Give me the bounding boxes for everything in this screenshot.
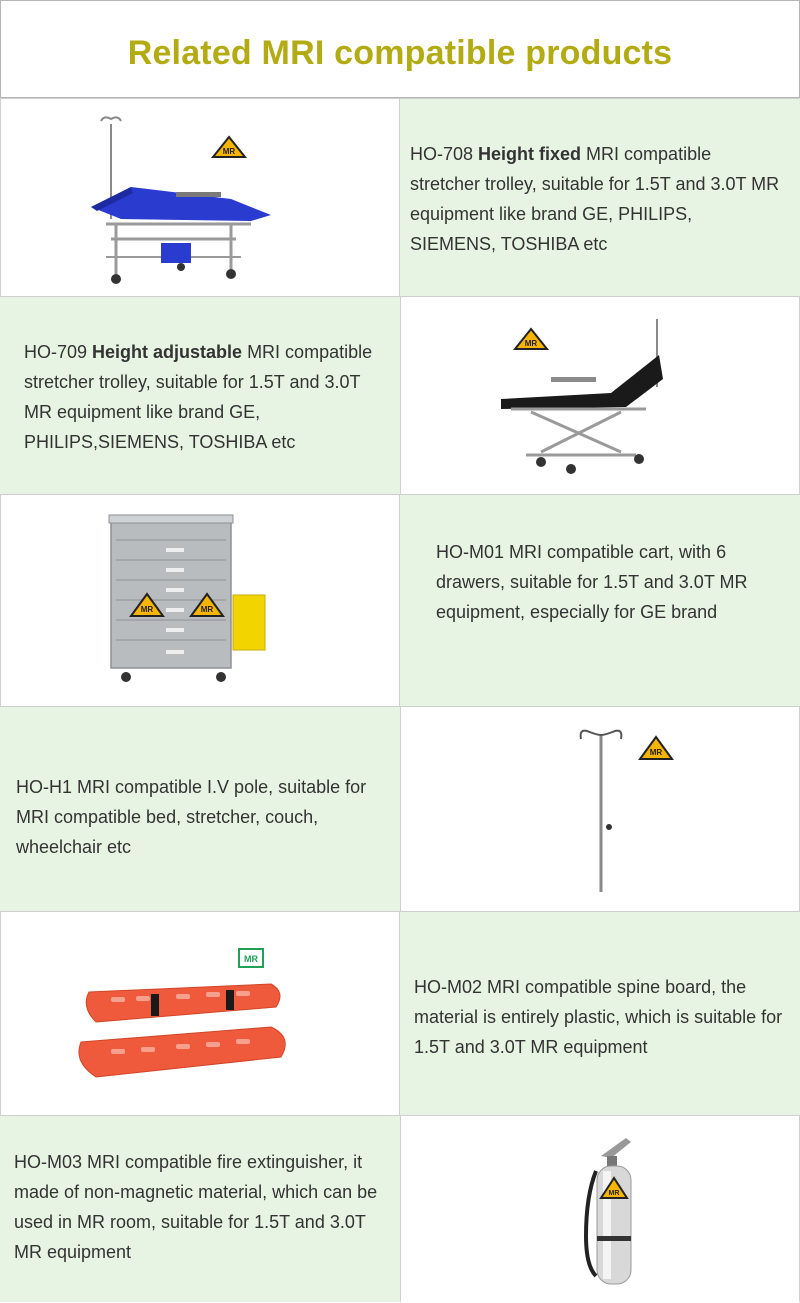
product-row-ho-m02: MR HO-M02 MRI compatible spine board, th… xyxy=(0,911,800,1115)
product-image-cell: MR xyxy=(0,99,400,296)
mr-badge-label: MR xyxy=(525,339,538,348)
product-row-ho-709: HO-709 Height adjustable MRI compatible … xyxy=(0,296,800,494)
drawer-cart-image: MR MR xyxy=(108,514,266,682)
header: Related MRI compatible products xyxy=(0,0,800,98)
mr-badge-label: MR xyxy=(650,748,663,757)
mr-badge-label: MR xyxy=(244,954,258,964)
product-text-cell: HO-H1 MRI compatible I.V pole, suitable … xyxy=(0,707,400,911)
product-text-cell: HO-M03 MRI compatible fire extinguisher,… xyxy=(0,1116,400,1302)
product-row-ho-708: MR HO-708 Height fixed MRI compatible st… xyxy=(0,98,800,296)
product-description: HO-M01 MRI compatible cart, with 6 drawe… xyxy=(436,542,748,622)
stretcher-adjustable-image: MR xyxy=(501,319,663,474)
product-image-cell: MR MR xyxy=(0,495,400,706)
product-image-cell: MR xyxy=(400,1116,800,1302)
product-text-cell: HO-708 Height fixed MRI compatible stret… xyxy=(400,99,800,296)
product-text-cell: HO-709 Height adjustable MRI compatible … xyxy=(0,297,400,494)
mr-badge-label: MR xyxy=(201,605,214,614)
product-text-cell: HO-M02 MRI compatible spine board, the m… xyxy=(400,912,800,1115)
spine-board-image: MR xyxy=(78,948,286,1078)
product-description: HO-H1 MRI compatible I.V pole, suitable … xyxy=(16,777,367,857)
fire-extinguisher-image: MR xyxy=(583,1138,632,1285)
product-description: HO-M02 MRI compatible spine board, the m… xyxy=(414,977,783,1057)
product-image-cell: MR xyxy=(400,707,800,911)
mr-badge-label: MR xyxy=(141,605,154,614)
product-description: HO-708 Height fixed MRI compatible stret… xyxy=(410,144,780,254)
product-row-ho-m01: MR MR HO-M01 MRI compatible cart, with 6… xyxy=(0,494,800,706)
mr-badge-label: MR xyxy=(223,147,236,156)
iv-pole-image: MR xyxy=(579,729,674,892)
mr-badge-label: MR xyxy=(609,1190,620,1197)
product-description: HO-M03 MRI compatible fire extinguisher,… xyxy=(14,1152,378,1262)
product-row-ho-h1: HO-H1 MRI compatible I.V pole, suitable … xyxy=(0,706,800,911)
product-row-ho-m03: HO-M03 MRI compatible fire extinguisher,… xyxy=(0,1115,800,1302)
stretcher-fixed-image: MR xyxy=(91,116,271,284)
product-image-cell: MR xyxy=(0,912,400,1115)
product-description: HO-709 Height adjustable MRI compatible … xyxy=(24,342,373,452)
product-image-cell: MR xyxy=(400,297,800,494)
page-title: Related MRI compatible products xyxy=(127,34,673,72)
product-text-cell: HO-M01 MRI compatible cart, with 6 drawe… xyxy=(400,495,800,706)
